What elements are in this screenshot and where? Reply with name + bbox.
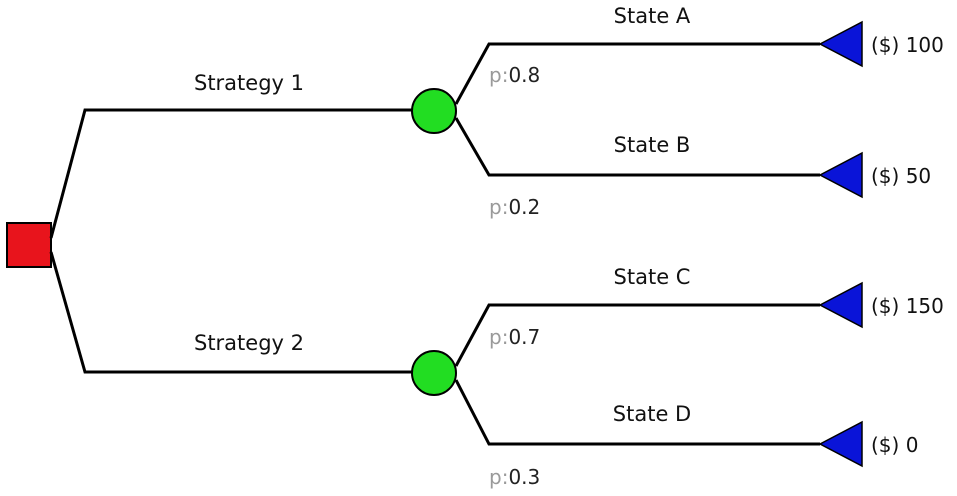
state-d-probability: p:0.3 [489, 465, 540, 489]
terminal-node-a[interactable] [818, 20, 863, 68]
state-c-line [454, 303, 820, 367]
state-b-line [454, 117, 820, 177]
chance-node-1[interactable] [411, 88, 457, 134]
terminal-node-b[interactable] [818, 151, 863, 199]
payoff-b: ($) 50 [871, 164, 931, 188]
state-c-label: State C [614, 265, 691, 289]
decision-node[interactable] [6, 222, 52, 268]
payoff-c: ($) 150 [871, 294, 944, 318]
state-b-probability: p:0.2 [489, 195, 540, 219]
outcome-branch-d: State D p:0.3 ($) 0 [454, 379, 918, 489]
strategy-2-line [49, 251, 412, 374]
strategy-branch-1: Strategy 1 [49, 71, 412, 239]
terminal-node-d[interactable] [818, 420, 863, 468]
probability-prefix: p: [489, 325, 508, 349]
strategy-1-line [49, 108, 412, 239]
payoff-d: ($) 0 [871, 433, 918, 457]
terminal-node-c[interactable] [818, 281, 863, 329]
state-d-line [454, 379, 820, 446]
strategy-1-label: Strategy 1 [194, 71, 304, 95]
strategy-branch-2: Strategy 2 [49, 251, 412, 374]
chance-node-2[interactable] [411, 350, 457, 396]
probability-value: 0.8 [508, 63, 540, 87]
state-a-line [454, 42, 820, 105]
payoff-a: ($) 100 [871, 33, 944, 57]
state-d-label: State D [613, 402, 691, 426]
probability-prefix: p: [489, 465, 508, 489]
probability-prefix: p: [489, 195, 508, 219]
outcome-branch-a: State A p:0.8 ($) 100 [454, 4, 944, 105]
outcome-branch-b: State B p:0.2 ($) 50 [454, 117, 931, 219]
state-a-label: State A [614, 4, 691, 28]
outcome-branch-c: State C p:0.7 ($) 150 [454, 265, 944, 367]
state-b-label: State B [614, 133, 691, 157]
probability-value: 0.2 [508, 195, 540, 219]
state-a-probability: p:0.8 [489, 63, 540, 87]
probability-value: 0.7 [508, 325, 540, 349]
probability-prefix: p: [489, 63, 508, 87]
strategy-2-label: Strategy 2 [194, 331, 304, 355]
state-c-probability: p:0.7 [489, 325, 540, 349]
probability-value: 0.3 [508, 465, 540, 489]
